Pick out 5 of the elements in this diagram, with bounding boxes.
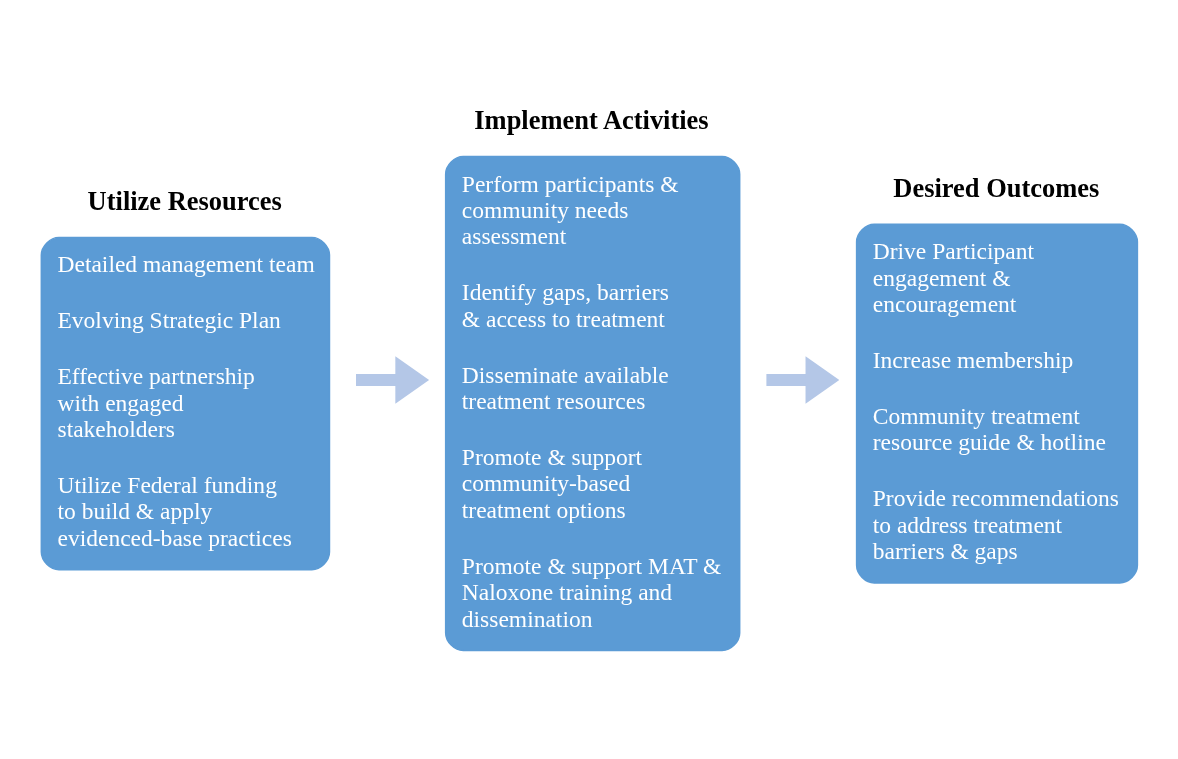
node-label: Implement Activities: [474, 104, 709, 135]
node-label: Utilize Resources: [87, 185, 282, 216]
arrow: [766, 355, 840, 404]
node-label: Desired Outcomes: [893, 172, 1100, 203]
arrow: [356, 355, 430, 404]
